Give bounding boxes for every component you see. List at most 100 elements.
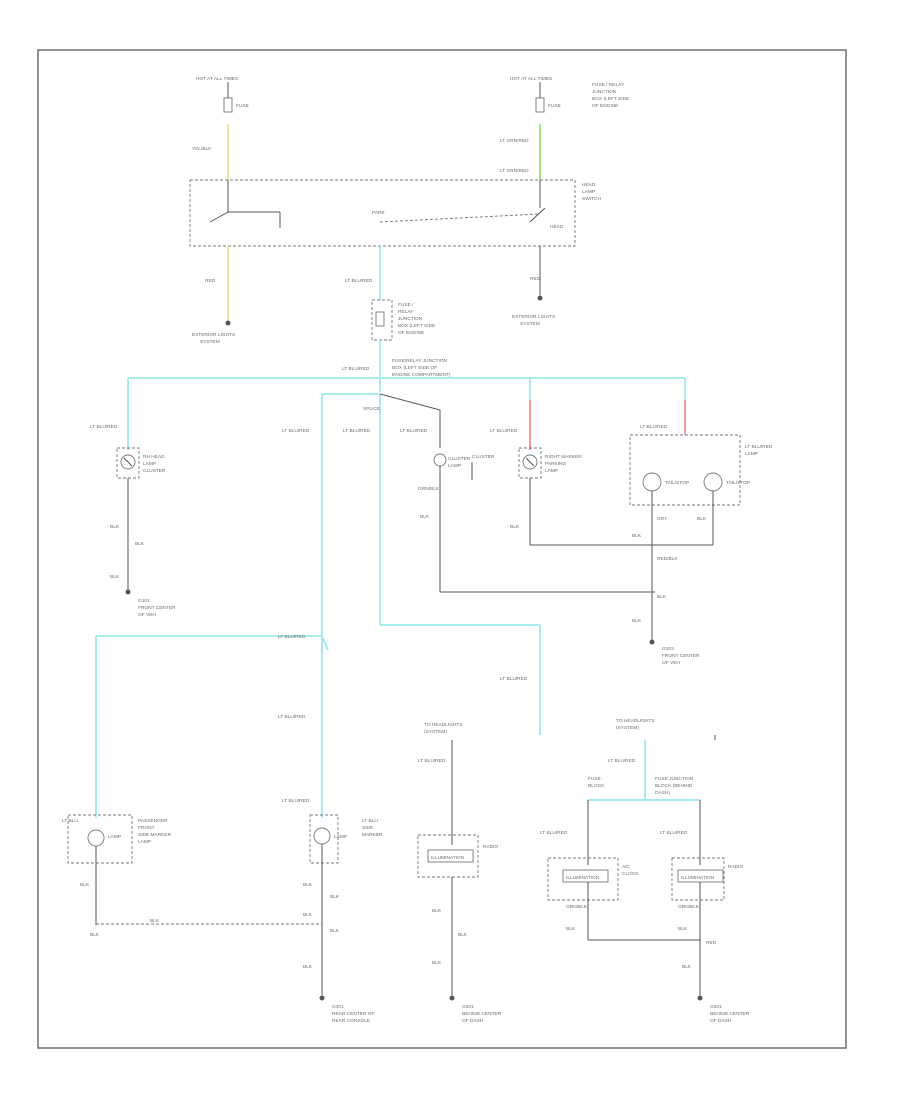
svg-text:(SYSTEM): (SYSTEM)	[616, 725, 639, 731]
svg-text:BLOCK (BEHIND: BLOCK (BEHIND	[655, 783, 693, 789]
svg-text:MARKER: MARKER	[362, 832, 383, 838]
svg-text:LT BLU/RED: LT BLU/RED	[400, 428, 428, 434]
svg-text:RADIO: RADIO	[728, 864, 743, 870]
svg-text:LT GRN/RED: LT GRN/RED	[500, 168, 529, 174]
svg-text:PASSENGER: PASSENGER	[138, 818, 168, 824]
svg-text:OF VEH: OF VEH	[662, 660, 680, 666]
svg-text:GRY: GRY	[657, 516, 668, 522]
svg-text:RED/BLK: RED/BLK	[657, 556, 678, 562]
svg-text:JUNCTION: JUNCTION	[398, 316, 423, 322]
svg-text:YEL/BLK: YEL/BLK	[192, 146, 212, 152]
svg-text:BLK: BLK	[90, 932, 100, 938]
fuse-right	[535, 97, 545, 113]
svg-text:HEAD: HEAD	[550, 224, 564, 230]
svg-text:OF ENGINE: OF ENGINE	[398, 330, 424, 336]
svg-text:BLK: BLK	[135, 541, 145, 547]
svg-text:ENGINE COMPARTMENT): ENGINE COMPARTMENT)	[392, 372, 451, 378]
svg-text:LT BLU/RED: LT BLU/RED	[540, 830, 568, 836]
svg-text:FRONT: FRONT	[138, 825, 155, 831]
svg-text:G103: G103	[662, 646, 674, 652]
svg-text:OF DASH: OF DASH	[710, 1018, 732, 1024]
svg-text:BLOCK: BLOCK	[588, 783, 605, 789]
svg-text:LT BLU/RED: LT BLU/RED	[640, 424, 668, 430]
svg-text:BLK: BLK	[330, 894, 340, 900]
svg-text:BEHIND CENTER: BEHIND CENTER	[710, 1011, 750, 1017]
junction-label: FUSE/RELAY JUNCTION	[392, 358, 448, 364]
svg-text:LAMP: LAMP	[582, 189, 595, 195]
svg-text:FUSE: FUSE	[588, 776, 601, 782]
hot-label-left: HOT AT ALL TIMES	[196, 76, 238, 82]
svg-text:BOX (LEFT SIDE: BOX (LEFT SIDE	[592, 96, 629, 102]
svg-text:LAMP: LAMP	[334, 834, 347, 840]
lamp-license-l	[87, 829, 105, 847]
svg-text:BLK: BLK	[657, 594, 667, 600]
svg-text:LAMP: LAMP	[108, 834, 121, 840]
svg-text:BLK: BLK	[566, 926, 576, 932]
ground-right-label: EXTERIOR LIGHTS	[512, 314, 555, 320]
svg-text:BOX (LEFT SIDE: BOX (LEFT SIDE	[398, 323, 435, 329]
svg-text:CLUSTER: CLUSTER	[448, 456, 471, 462]
svg-text:FUSE / RELAY: FUSE / RELAY	[592, 82, 625, 88]
svg-text:TO HEADLIGHTS: TO HEADLIGHTS	[616, 718, 655, 724]
svg-text:DASH): DASH)	[655, 790, 670, 796]
svg-text:TAIL/STOP: TAIL/STOP	[726, 480, 750, 486]
svg-text:BLK: BLK	[420, 514, 430, 520]
svg-text:BLK: BLK	[80, 882, 90, 888]
svg-text:CLUSTER: CLUSTER	[143, 468, 166, 474]
svg-text:BLK: BLK	[678, 926, 688, 932]
svg-text:LT BLU/RED: LT BLU/RED	[345, 278, 373, 284]
svg-text:RIGHT MARKER: RIGHT MARKER	[545, 454, 582, 460]
svg-text:CLUSTER: CLUSTER	[472, 454, 495, 460]
switch-box	[189, 179, 576, 247]
svg-text:BLK: BLK	[110, 524, 120, 530]
svg-text:BLK: BLK	[330, 928, 340, 934]
lamp-side-marker	[313, 827, 331, 845]
svg-text:BOX (LEFT SIDE OF: BOX (LEFT SIDE OF	[392, 365, 437, 371]
svg-text:FUSE: FUSE	[236, 103, 249, 109]
svg-text:RADIO: RADIO	[483, 844, 498, 850]
svg-text:LAMP: LAMP	[138, 839, 151, 845]
svg-text:PARKING: PARKING	[545, 461, 567, 467]
svg-text:LT BLU/RED: LT BLU/RED	[500, 676, 528, 682]
svg-text:ILLUMINATION: ILLUMINATION	[681, 875, 715, 881]
svg-text:LAMP: LAMP	[545, 468, 558, 474]
svg-text:SIDE: SIDE	[362, 825, 373, 831]
svg-text:(SYSTEM): (SYSTEM)	[424, 729, 447, 735]
svg-text:GRN/BLK: GRN/BLK	[678, 904, 700, 910]
svg-text:LT BLU/RED: LT BLU/RED	[660, 830, 688, 836]
svg-text:SYSTEM: SYSTEM	[520, 321, 540, 327]
svg-text:BLK: BLK	[432, 908, 442, 914]
svg-text:REAR CENTER OF: REAR CENTER OF	[332, 1011, 374, 1017]
svg-text:RED: RED	[530, 276, 541, 282]
switch-label: HEAD	[582, 182, 596, 188]
svg-text:RELAY: RELAY	[398, 309, 414, 315]
svg-text:PARK: PARK	[372, 210, 386, 216]
lamp-rh-2	[703, 472, 723, 492]
svg-text:BLK: BLK	[150, 918, 160, 924]
svg-text:BLK: BLK	[682, 964, 692, 970]
svg-text:BLK: BLK	[303, 964, 313, 970]
svg-text:G401: G401	[332, 1004, 344, 1010]
svg-text:RH HEAD: RH HEAD	[143, 454, 165, 460]
svg-text:FRONT CENTER: FRONT CENTER	[662, 653, 700, 659]
svg-text:SWITCH: SWITCH	[582, 196, 601, 202]
lamp-rh-1	[642, 472, 662, 492]
svg-text:BLK: BLK	[632, 533, 642, 539]
svg-text:LT BLU/RED: LT BLU/RED	[418, 758, 446, 764]
svg-text:BLK: BLK	[697, 516, 707, 522]
svg-text:LT BLU/RED: LT BLU/RED	[282, 428, 310, 434]
svg-text:BLK: BLK	[303, 882, 313, 888]
rh-lamp-cluster	[629, 434, 741, 506]
svg-text:LT BLU/RED: LT BLU/RED	[278, 714, 306, 720]
svg-text:GRN/BLK: GRN/BLK	[418, 486, 440, 492]
svg-text:BEHIND CENTER: BEHIND CENTER	[462, 1011, 502, 1017]
svg-text:TO HEADLIGHTS: TO HEADLIGHTS	[424, 722, 463, 728]
svg-text:SIDE MARKER: SIDE MARKER	[138, 832, 172, 838]
svg-text:SYSTEM: SYSTEM	[200, 339, 220, 345]
fuse-center	[375, 311, 385, 327]
svg-text:CLOCK: CLOCK	[622, 871, 639, 877]
lamp-ac-control	[562, 869, 609, 883]
svg-text:FUSE JUNCTION: FUSE JUNCTION	[655, 776, 694, 782]
svg-text:ILLUMINATION: ILLUMINATION	[566, 875, 600, 881]
